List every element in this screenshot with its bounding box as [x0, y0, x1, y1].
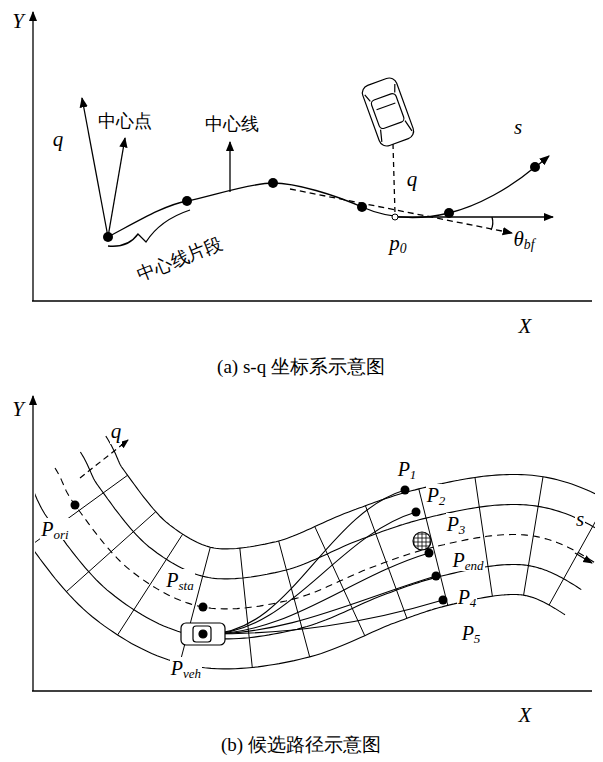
axis-label: s	[513, 116, 523, 139]
callout-text: 中心线	[204, 115, 260, 135]
point-label: Pend	[452, 549, 485, 571]
axis-label: q	[52, 128, 65, 151]
point-label: P5	[461, 622, 482, 644]
axes-b	[32, 396, 592, 691]
angle-label: θbf	[513, 228, 536, 251]
axis-label: s	[575, 508, 585, 531]
axis-label: q	[110, 420, 123, 443]
caption: (a) s-q 坐标系示意图	[216, 357, 386, 378]
point-label: P4	[457, 586, 478, 608]
projection-point	[392, 214, 398, 220]
caption: (b) 候选路径示意图	[220, 735, 382, 756]
point-label: p0	[388, 232, 407, 255]
point-label: P2	[426, 484, 447, 506]
axis-label: X	[518, 704, 533, 727]
point-label: Pveh	[170, 657, 202, 679]
vehicle-b	[181, 623, 225, 645]
point-label: P3	[446, 513, 467, 535]
point-label: Pori	[40, 518, 69, 540]
axes-a	[32, 12, 592, 301]
center-points	[103, 162, 540, 242]
obstacle	[413, 532, 431, 550]
vehicle-a	[360, 76, 416, 148]
point-label: Psta	[165, 569, 194, 591]
axis-label: q	[406, 168, 419, 191]
axis-label: Y	[11, 398, 25, 421]
candidate-paths	[208, 490, 443, 634]
centerline-a	[82, 98, 553, 246]
callout-text: 中心线片段	[134, 234, 227, 287]
road-grid	[35, 436, 595, 669]
axis-label: X	[518, 315, 533, 338]
axis-label: Y	[11, 10, 25, 33]
point-label: P1	[397, 458, 418, 480]
path-points	[71, 486, 448, 612]
callout-text: 中心点	[97, 112, 153, 132]
